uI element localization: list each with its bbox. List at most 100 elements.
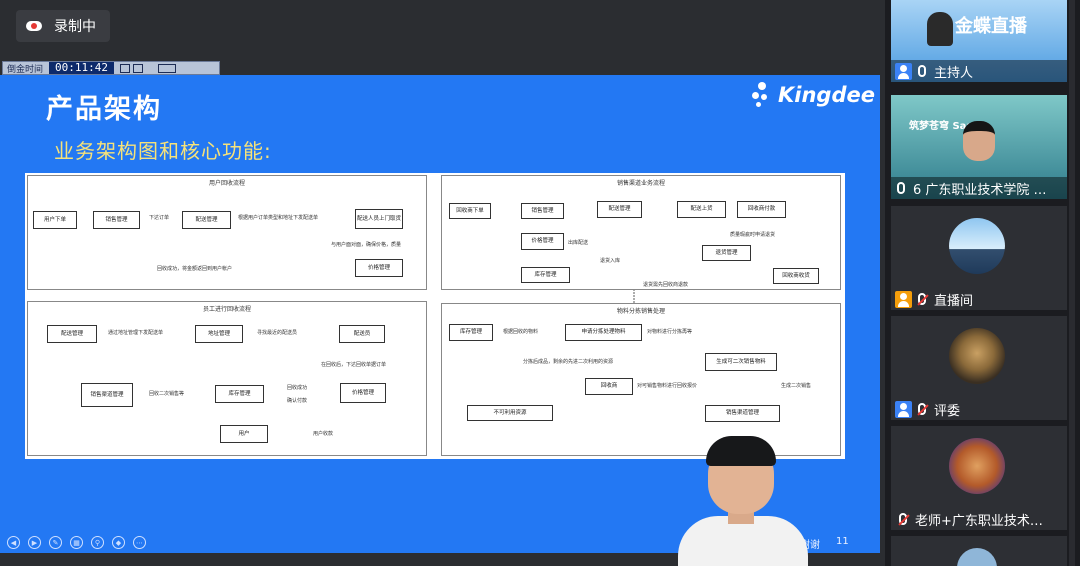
diagram-node: 退货管理 <box>702 245 751 261</box>
edge-label: 用户收款 <box>313 431 334 437</box>
sidebar-scrollbar[interactable] <box>1069 0 1075 566</box>
mic-muted-icon <box>918 403 926 415</box>
edge-label: 回收二次销售等 <box>149 391 185 397</box>
mic-muted-icon <box>899 513 907 525</box>
diagram-node: 配送人员上门取货 <box>355 209 403 229</box>
avatar <box>949 218 1005 274</box>
diagram-node: 配送管理 <box>47 325 97 343</box>
panel-title: 销售渠道业务流程 <box>616 180 665 187</box>
kingdee-logo: Kingdee <box>752 80 875 110</box>
participant-name: 评委 <box>934 403 961 419</box>
pointer-icon[interactable]: ◆ <box>112 536 125 549</box>
kingdee-dots-icon <box>752 80 776 110</box>
diagram-node: 不可利用资源 <box>467 405 553 421</box>
edge-label: 出库配送 <box>568 240 589 246</box>
edge-label: 回收成功 <box>287 385 308 391</box>
participant-tile-student[interactable]: 筑梦苍穹 SaaS 6 广东职业技术学院 吴茂... <box>891 95 1067 199</box>
slide-page-number: 11 <box>836 536 849 547</box>
pen-icon[interactable]: ✎ <box>49 536 62 549</box>
panel-title: 物料分拣销售处理 <box>616 308 665 315</box>
recording-badge[interactable]: 录制中 <box>16 10 110 42</box>
diagram-node: 价格管理 <box>355 259 403 277</box>
participant-tile-live[interactable]: 直播间 <box>891 206 1067 310</box>
tile-caption: 直播间 <box>891 288 1067 310</box>
student-avatar <box>963 121 995 161</box>
diagram-node: 库存管理 <box>521 267 570 283</box>
mic-icon <box>918 65 926 77</box>
diagram-node: 生成可二次销售物料 <box>705 353 777 371</box>
timer-settings-icon[interactable] <box>158 63 176 73</box>
presentation-slide: 产品架构 Kingdee 业务架构图和核心功能: <box>0 75 880 553</box>
edge-label: 在回收后，下达回收单据订单 <box>321 362 387 368</box>
edge-label: 通过地址管理下发配送单 <box>108 330 164 336</box>
person-icon <box>895 290 912 308</box>
avatar <box>957 548 997 566</box>
tile-caption: 老师+广东职业技术学院... <box>891 508 1067 530</box>
main-stage: 录制中 倒金时间 00:11:42 产品架构 Kingdee 业务架构图和核心功… <box>0 10 880 566</box>
slides-grid-icon[interactable]: ▦ <box>70 536 83 549</box>
tile-caption: 6 广东职业技术学院 吴茂... <box>891 177 1067 199</box>
edge-label: 退货需先回收商退款 <box>643 282 689 288</box>
timer-label: 倒金时间 <box>7 64 44 75</box>
tile-caption: 主持人 <box>891 60 1067 82</box>
edge-label: 对可销售物料进行回收报价 <box>637 383 698 389</box>
diagram-node: 配送管理 <box>597 201 642 218</box>
tile-banner: 筑梦苍穹 SaaS <box>909 121 981 132</box>
slide-subtitle: 业务架构图和核心功能: <box>54 139 272 163</box>
avatar <box>949 328 1005 384</box>
edge-label: 回收成功，将金额返回到用户帐户 <box>157 266 233 272</box>
diagram-node: 价格管理 <box>340 383 386 403</box>
person-icon <box>895 62 912 80</box>
participant-name: 老师+广东职业技术学院... <box>915 513 1055 529</box>
participant-tile-judge[interactable]: 评委 <box>891 316 1067 420</box>
participant-name: 直播间 <box>934 293 974 309</box>
diagram-node: 回收商下单 <box>449 203 491 219</box>
diagram-node: 价格管理 <box>521 233 564 250</box>
panel-title: 用户回收流程 <box>208 180 245 187</box>
architecture-diagram: 用户回收流程 用户下单 销售管理 配送管理 配送人员上门取货 价格管理 下达订单… <box>25 173 845 459</box>
diagram-node: 用户 <box>220 425 268 443</box>
edge-label: 质量瑕疵时申请退货 <box>730 232 776 238</box>
diagram-node: 销售管理 <box>93 211 140 229</box>
participant-tile-teacher[interactable]: 老师+广东职业技术学院... <box>891 426 1067 530</box>
diagram-node: 库存管理 <box>449 324 493 341</box>
edge-label: 分拣后成品，剩余的先进二次利用的资源 <box>523 359 614 365</box>
slide-footer-text: 谢谢 <box>800 540 820 551</box>
mic-icon <box>897 182 905 194</box>
zoom-icon[interactable]: ⚲ <box>91 536 104 549</box>
mic-muted-icon <box>918 293 926 305</box>
edge-label: 对物料进行分拣再等 <box>647 329 693 335</box>
avatar <box>949 438 1005 494</box>
tile-caption: 评委 <box>891 398 1067 420</box>
participant-tile-host[interactable]: 金蝶直播 主持人 <box>891 0 1067 82</box>
timer-pause-icon[interactable] <box>120 63 130 73</box>
diagram-node: 配送管理 <box>182 211 231 229</box>
edge-label: 根据用户订单类型和地址下发配送单 <box>238 215 319 221</box>
diagram-node: 回收商付款 <box>737 201 786 218</box>
diagram-node: 销售渠道管理 <box>81 383 133 407</box>
edge-label: 寻找最近的配送员 <box>257 330 298 336</box>
diagram-node: 配送上货 <box>677 201 726 218</box>
brand-name: Kingdee <box>778 83 875 107</box>
countdown-timer-bar: 倒金时间 00:11:42 <box>2 61 220 75</box>
edge-label: 与用户面对面，确保价格，质量 <box>331 242 402 248</box>
next-slide-icon[interactable]: ▶ <box>28 536 41 549</box>
edge-label: 确认付款 <box>287 398 308 404</box>
slide-title: 产品架构 <box>46 94 162 125</box>
panel-title: 员工进行回收流程 <box>202 306 251 313</box>
timer-clock: 00:11:42 <box>49 62 114 74</box>
more-icon[interactable]: ⋯ <box>133 536 146 549</box>
recording-label: 录制中 <box>54 19 96 35</box>
diagram-node: 配送员 <box>339 325 385 343</box>
prev-slide-icon[interactable]: ◀ <box>7 536 20 549</box>
diagram-node: 销售管理 <box>521 203 564 219</box>
timer-reset-icon[interactable] <box>133 63 143 73</box>
person-icon <box>895 400 912 418</box>
participant-tile-partial[interactable] <box>891 536 1067 566</box>
participant-sidebar: 金蝶直播 主持人 筑梦苍穹 SaaS 6 广东职业技术学院 吴茂... 直播间 <box>885 0 1080 566</box>
slide-control-bar: ◀ ▶ ✎ ▦ ⚲ ◆ ⋯ 谢谢 11 <box>0 529 880 553</box>
recording-cloud-icon <box>26 21 42 31</box>
diagram-node: 销售渠道管理 <box>705 405 780 422</box>
diagram-node: 地址管理 <box>195 325 243 343</box>
